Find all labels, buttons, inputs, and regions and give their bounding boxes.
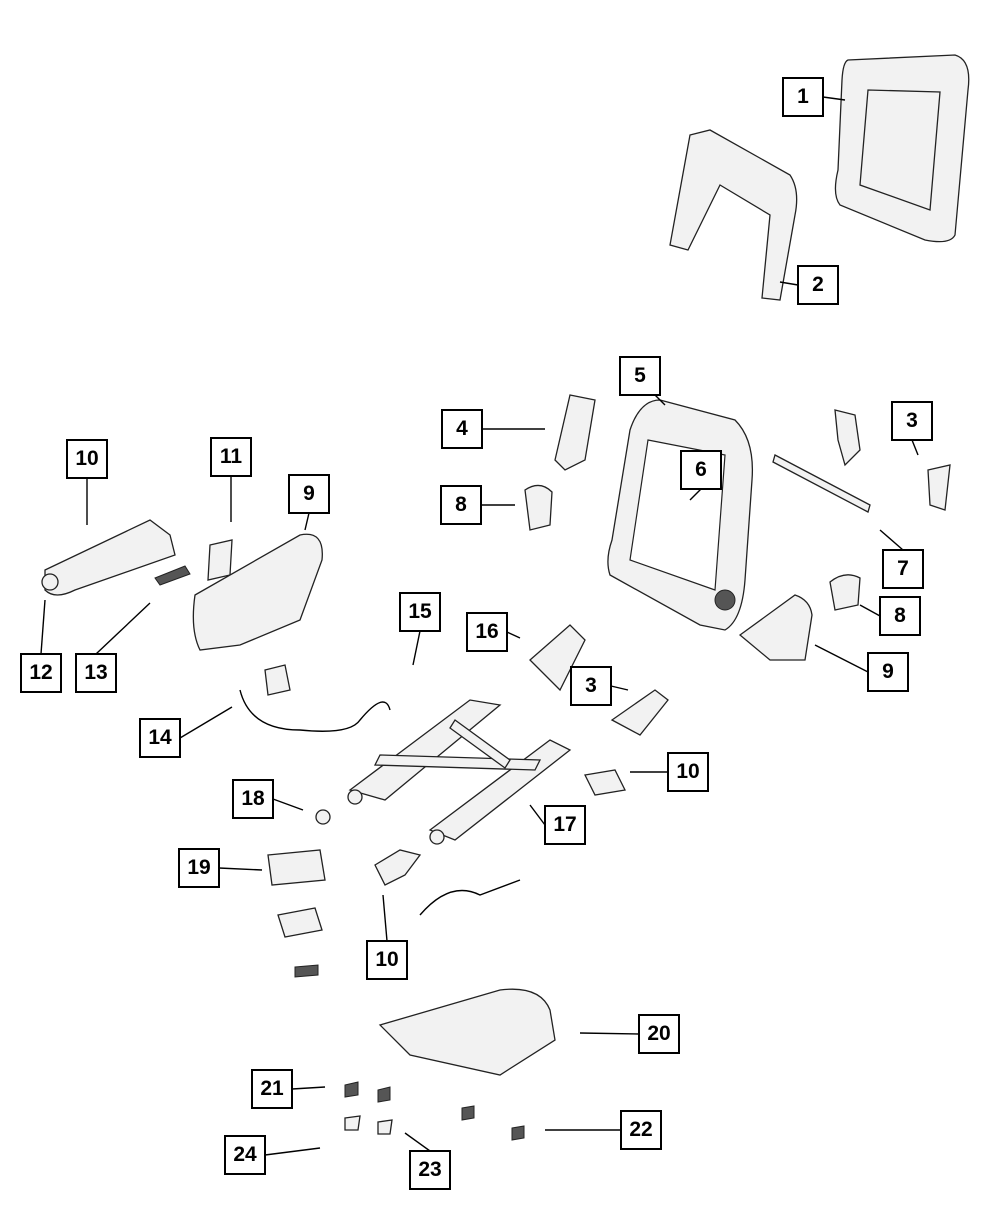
callout-10[interactable]: 10 [366,940,408,980]
leader-line [859,604,881,617]
bracket-10b [584,769,626,796]
leader-line [610,685,629,691]
knob-18 [315,809,331,825]
shield-9b [738,594,813,661]
leader-line [689,488,702,501]
leader-line [218,867,263,871]
bracket-3b [529,624,586,692]
seat-track-frame [347,699,572,845]
motor [264,664,291,696]
leader-line [40,599,46,655]
leader-line [654,394,666,406]
bracket-3c [610,689,669,736]
leader-line [264,1147,321,1156]
leader-line [404,1132,431,1152]
callout-10[interactable]: 10 [66,439,108,479]
leader-line [814,644,869,673]
seat-back-panel [834,54,970,243]
callout-8[interactable]: 8 [440,485,482,525]
trim-11 [207,539,233,581]
clip-22a [461,1105,475,1121]
clip-21a [344,1081,359,1098]
harness-2 [419,879,521,916]
callout-9[interactable]: 9 [288,474,330,514]
callout-18[interactable]: 18 [232,779,274,819]
bracket-10c [374,849,422,886]
callout-23[interactable]: 23 [409,1150,451,1190]
leader-line [179,706,233,739]
callout-15[interactable]: 15 [399,592,441,632]
callout-14[interactable]: 14 [139,718,181,758]
leader-line [879,529,904,551]
callout-11[interactable]: 11 [210,437,252,477]
callout-7[interactable]: 7 [882,549,924,589]
cross-rod [772,454,871,513]
wire-harness [239,689,391,732]
leader-line [272,798,304,811]
leader-line [382,894,388,942]
arm-10 [44,519,176,596]
cover-8b [829,574,861,611]
callout-10[interactable]: 10 [667,752,709,792]
module-19 [267,849,326,886]
callout-4[interactable]: 4 [441,409,483,449]
back-trim-frame [669,129,798,301]
callout-6[interactable]: 6 [680,450,722,490]
callout-24[interactable]: 24 [224,1135,266,1175]
callout-5[interactable]: 5 [619,356,661,396]
callout-3[interactable]: 3 [570,666,612,706]
callout-13[interactable]: 13 [75,653,117,693]
leader-line [95,602,151,655]
callout-2[interactable]: 2 [797,265,839,305]
clip-23a [344,1115,361,1131]
callout-17[interactable]: 17 [544,805,586,845]
connector [294,964,319,978]
ecu [277,907,323,938]
callout-1[interactable]: 1 [782,77,824,117]
callout-20[interactable]: 20 [638,1014,680,1054]
callout-3[interactable]: 3 [891,401,933,441]
side-shield [554,394,596,471]
handle-13 [154,565,191,586]
leader-lines [40,96,919,1156]
seat-back-frame [607,399,754,631]
callout-21[interactable]: 21 [251,1069,293,1109]
leader-line [911,439,919,456]
leader-line [291,1086,326,1090]
bracket [834,409,861,467]
callout-12[interactable]: 12 [20,653,62,693]
leader-line [822,96,846,101]
callout-22[interactable]: 22 [620,1110,662,1150]
leader-line [304,512,310,531]
leader-line [529,804,546,826]
clip-23b [377,1119,393,1135]
leader-line [779,281,799,286]
callout-16[interactable]: 16 [466,612,508,652]
seat-pan [378,988,556,1076]
callout-9[interactable]: 9 [867,652,909,692]
clip-22b [511,1125,525,1141]
cover-8 [524,484,553,531]
bracket-3 [927,464,951,511]
leader-line [506,631,521,639]
callout-8[interactable]: 8 [879,596,921,636]
callout-19[interactable]: 19 [178,848,220,888]
clip-21b [377,1086,391,1103]
leader-line [412,630,421,666]
pivot-12 [41,573,59,591]
leader-line [579,1032,640,1035]
shield-9 [192,533,323,651]
